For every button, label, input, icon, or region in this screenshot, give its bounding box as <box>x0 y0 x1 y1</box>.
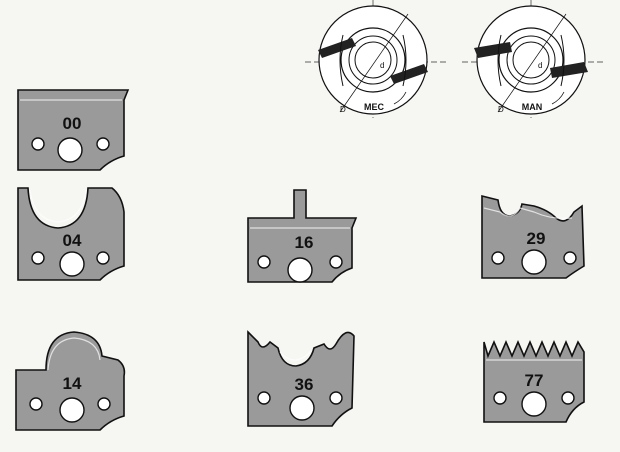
cutterhead-diagram-man: D d MAN <box>462 0 605 118</box>
gib-left <box>339 34 344 87</box>
rotation-arrow <box>393 91 407 105</box>
diagram-label-man: MAN <box>522 102 543 112</box>
knife-blade-left <box>474 42 512 58</box>
profile-code: 77 <box>525 371 544 390</box>
screw-hole-right <box>563 251 577 265</box>
screw-hole-left <box>493 391 507 405</box>
knife-blade-right <box>390 64 428 84</box>
knife-profile-16: 16 <box>247 189 358 283</box>
profile-code: 04 <box>63 231 82 250</box>
center-hole <box>57 137 83 163</box>
screw-hole-right <box>329 255 343 269</box>
bore-circle <box>354 41 392 79</box>
rotation-arrow <box>551 91 565 105</box>
bore-circle <box>512 41 550 79</box>
diameter-line <box>339 13 409 113</box>
knife-profile-36: 36 <box>247 330 355 427</box>
profile-code: 00 <box>63 114 82 133</box>
gib-left <box>497 34 502 87</box>
profile-code: 14 <box>63 374 82 393</box>
center-hole <box>521 249 547 275</box>
screw-hole-right <box>561 391 575 405</box>
center-hole <box>59 251 85 277</box>
knife-profile-04: 04 <box>17 187 125 281</box>
diameter-line <box>497 13 567 113</box>
center-hole <box>287 257 313 283</box>
knife-profile-29: 29 <box>481 194 585 279</box>
profile-code: 29 <box>527 229 546 248</box>
screw-hole-left <box>257 255 271 269</box>
center-hole <box>521 391 547 417</box>
screw-hole-left <box>29 397 43 411</box>
screw-hole-left <box>491 251 505 265</box>
center-hole <box>59 397 85 423</box>
screw-hole-right <box>329 391 343 405</box>
cutterhead-diagram-mec: D d MEC <box>305 0 448 118</box>
screw-hole-left <box>31 137 45 151</box>
knife-profile-00: 00 <box>17 89 130 171</box>
diameter-label-d: d <box>538 61 542 70</box>
gib-right <box>560 34 565 87</box>
knife-profile-14: 14 <box>15 331 126 431</box>
screw-hole-right <box>96 251 110 265</box>
diagram-label-mec: MEC <box>364 102 385 112</box>
knife-blade-right <box>550 62 588 78</box>
profile-code: 16 <box>295 233 314 252</box>
screw-hole-right <box>97 397 111 411</box>
profile-code: 36 <box>295 375 314 394</box>
gib-right <box>402 34 407 87</box>
screw-hole-left <box>257 391 271 405</box>
diameter-label-D: D <box>498 105 504 114</box>
diameter-label-d: d <box>380 61 384 70</box>
screw-hole-left <box>31 251 45 265</box>
center-hole <box>289 395 315 421</box>
knife-profile-77: 77 <box>483 339 585 423</box>
knife-blade-left <box>318 38 356 58</box>
screw-hole-right <box>96 137 110 151</box>
diameter-label-D: D <box>340 105 346 114</box>
